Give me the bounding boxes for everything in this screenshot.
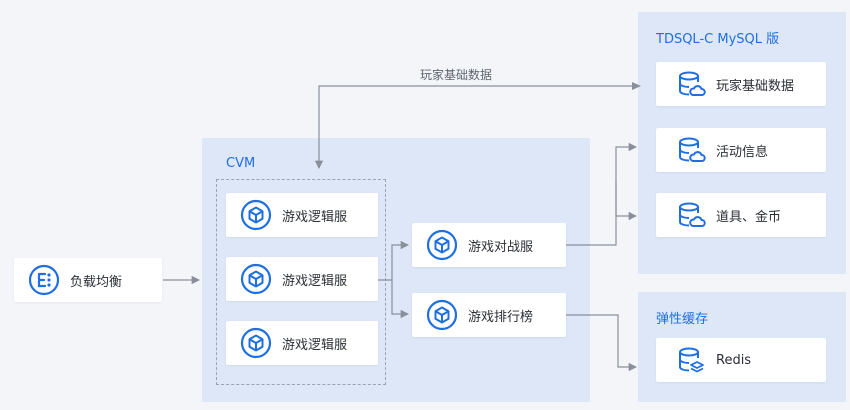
- logic-server-node-1[interactable]: 游戏逻辑服: [226, 193, 378, 237]
- battle-server-label: 游戏对战服: [468, 239, 534, 255]
- database-cloud-icon: [676, 135, 706, 165]
- logic-server-group: [216, 179, 386, 385]
- cvm-region-title: CVM: [226, 156, 256, 171]
- redis-label: Redis: [716, 352, 752, 368]
- logic-server-label-3: 游戏逻辑服: [282, 337, 348, 353]
- tdsql-region-title: TDSQL-C MySQL 版: [656, 32, 780, 47]
- logic-server-node-3[interactable]: 游戏逻辑服: [226, 321, 378, 365]
- cube-server-icon: [240, 199, 272, 231]
- cache-region-title: 弹性缓存: [656, 312, 709, 327]
- load-balancer-node[interactable]: 负载均衡: [14, 258, 162, 302]
- redis-node[interactable]: Redis: [656, 338, 826, 382]
- db-player-label: 玩家基础数据: [716, 78, 795, 94]
- db-activity-label: 活动信息: [716, 144, 769, 160]
- cube-server-icon: [426, 299, 458, 331]
- load-balancer-label: 负载均衡: [70, 274, 123, 290]
- database-stack-icon: [676, 345, 706, 375]
- db-items-label: 道具、金币: [716, 209, 782, 225]
- db-items-node[interactable]: 道具、金币: [656, 193, 826, 237]
- cube-server-icon: [240, 327, 272, 359]
- db-player-node[interactable]: 玩家基础数据: [656, 62, 826, 106]
- rank-server-label: 游戏排行榜: [468, 309, 534, 325]
- load-balancer-icon: [28, 264, 60, 296]
- edge-label-player-data: 玩家基础数据: [420, 68, 493, 82]
- rank-server-node[interactable]: 游戏排行榜: [412, 293, 566, 337]
- logic-server-label-1: 游戏逻辑服: [282, 209, 348, 225]
- cube-server-icon: [240, 263, 272, 295]
- db-activity-node[interactable]: 活动信息: [656, 128, 826, 172]
- cube-server-icon: [426, 229, 458, 261]
- logic-server-node-2[interactable]: 游戏逻辑服: [226, 257, 378, 301]
- database-cloud-icon: [676, 200, 706, 230]
- logic-server-label-2: 游戏逻辑服: [282, 273, 348, 289]
- database-cloud-icon: [676, 69, 706, 99]
- battle-server-node[interactable]: 游戏对战服: [412, 223, 566, 267]
